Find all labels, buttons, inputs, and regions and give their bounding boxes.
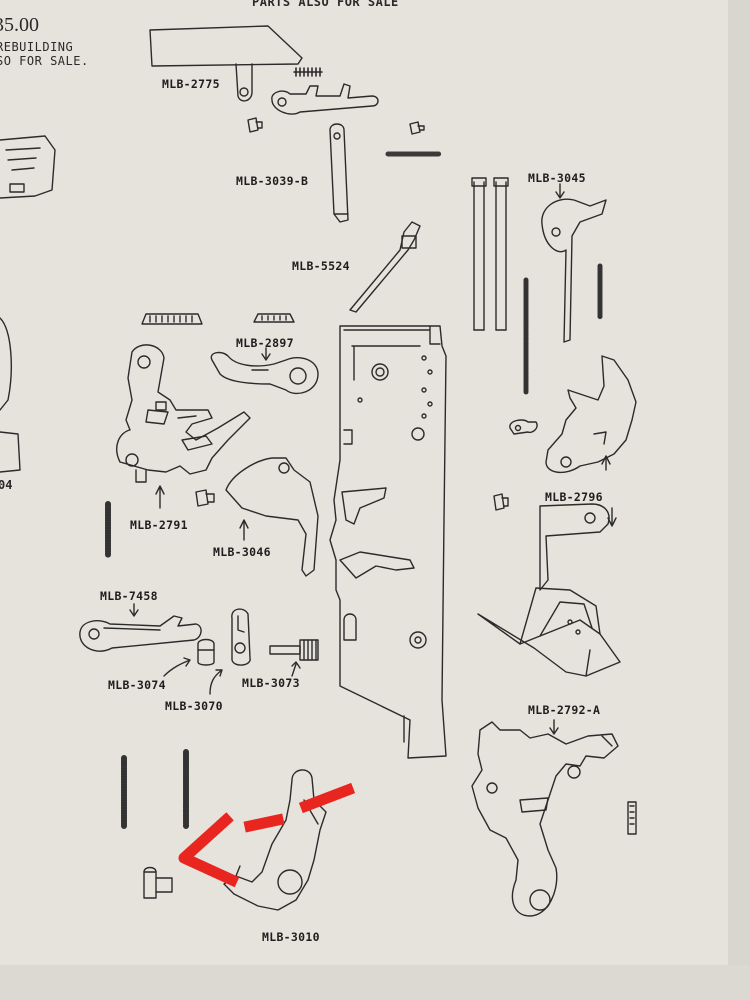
label-mlb-3010: MLB-3010 [262, 930, 320, 944]
arrow-mlb-3045 [555, 183, 565, 199]
label-mlb-3045: MLB-3045 [528, 171, 586, 185]
spring-top-small [293, 67, 323, 77]
label-mlb-2775: MLB-2775 [162, 77, 220, 91]
arrow-mlb-3073 [291, 661, 301, 677]
arrow-mlb-3070 [209, 669, 223, 695]
arrow-mlb-2897 [261, 347, 271, 361]
spring-block-right [253, 313, 295, 323]
label-mlb-3046: MLB-3046 [213, 545, 271, 559]
label-mlb-2897: MLB-2897 [236, 336, 294, 350]
part-mlb-5524 [349, 221, 421, 313]
part-mlb-7458 [79, 615, 202, 652]
label-mlb-3039-b: MLB-3039-B [236, 174, 309, 188]
label-mlb-3073: MLB-3073 [242, 676, 300, 690]
left-margin-fragment: 04 [0, 478, 13, 492]
label-mlb-3074: MLB-3074 [108, 678, 166, 692]
pin-small-center [195, 489, 215, 507]
spring-block-left [141, 313, 203, 325]
part-right-hook [545, 355, 637, 473]
part-mlb-2796 [477, 503, 621, 677]
part-mlb-2897 [210, 351, 319, 395]
arrow-mlb-3074 [163, 657, 191, 677]
part-mlb-3073 [269, 639, 319, 661]
part-mlb-3070 [231, 608, 251, 666]
part-mlb-3046 [225, 457, 319, 577]
part-mlb-3010 [223, 769, 327, 911]
label-mlb-5524: MLB-5524 [292, 259, 350, 273]
screw-small-left [247, 117, 263, 133]
rod-vertical-left [471, 177, 487, 331]
arrow-mlb-3046 [239, 519, 249, 541]
left-edge-part-lever [0, 317, 21, 473]
part-top-lever [271, 83, 379, 115]
screw-lower-left [143, 866, 173, 899]
part-small-link [509, 419, 538, 435]
rod-vertical-right [493, 177, 509, 331]
screw-small-right [409, 121, 425, 135]
label-mlb-7458: MLB-7458 [100, 589, 158, 603]
arrow-mlb-2791 [155, 485, 165, 509]
part-mlb-3074 [197, 638, 215, 666]
label-mlb-3070: MLB-3070 [165, 699, 223, 713]
receiver-frame [329, 325, 447, 759]
arrow-mlb-2792-a [549, 719, 559, 735]
arrow-mlb-2796 [607, 507, 617, 527]
part-mlb-2775 [149, 25, 303, 102]
red-hand-drawn-arrow-icon [178, 782, 356, 888]
part-mlb-3045 [541, 198, 607, 343]
header-title: PARTS ALSO FOR SALE [252, 0, 399, 9]
part-mlb-2792-a [471, 721, 619, 917]
label-mlb-2792-a: MLB-2792-A [528, 703, 601, 717]
pin-small-right [493, 493, 509, 511]
header-line-rebuilding: REBUILDING [0, 40, 74, 54]
part-mlb-2791 [116, 344, 251, 483]
header-line-for-sale: SO FOR SALE. [0, 54, 89, 68]
pin-vertical-right [627, 801, 637, 835]
arrow-right-hook [601, 455, 611, 471]
header-price: 35.00 [0, 14, 39, 36]
label-mlb-2791: MLB-2791 [130, 518, 188, 532]
arrow-mlb-7458 [129, 603, 139, 617]
part-mlb-3039-b [329, 123, 349, 223]
label-mlb-2796: MLB-2796 [545, 490, 603, 504]
left-edge-part-cover [0, 135, 56, 199]
